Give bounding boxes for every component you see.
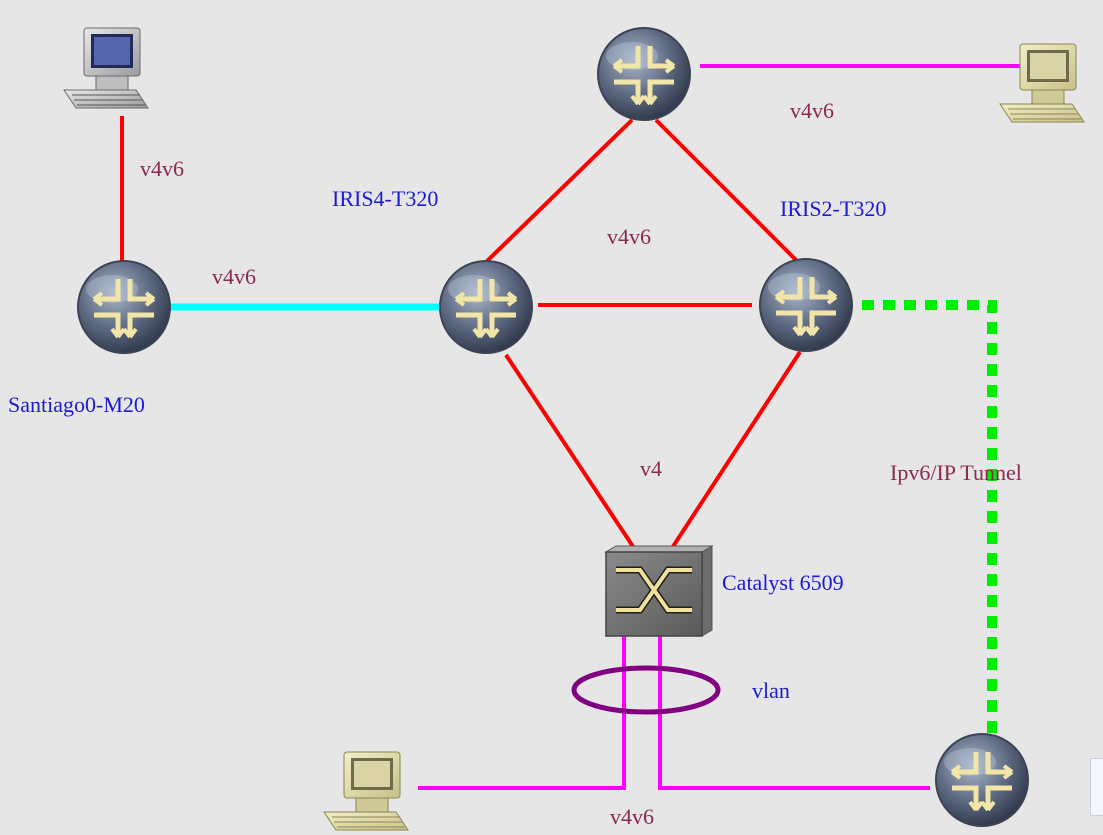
workstation-icon [323,751,409,831]
router-bottom-right [936,734,1028,826]
workstation-icon [63,27,149,109]
link-switch-router-bottom-right [658,630,930,790]
label-iris2: IRIS2-T320 [780,196,887,221]
label-vlan: vlan [752,678,790,703]
router-icon [760,259,852,351]
corner-panel [1090,758,1103,816]
link-tunnel [862,300,997,738]
label-catalyst: Catalyst 6509 [722,570,844,595]
router-icon [598,28,690,120]
label-santiago: Santiago0-M20 [8,392,145,417]
router-icon [78,261,170,353]
label-iris4: IRIS4-T320 [332,186,439,211]
link-iris2-switch [670,350,802,550]
label-link-bottom: v4v6 [610,804,654,829]
router-iris4 [440,261,532,353]
label-link-pc-santiago: v4v6 [140,156,184,181]
pc-top-left [63,27,149,109]
label-link-santiago-iris4: v4v6 [212,264,256,289]
pc-top-right [999,43,1085,123]
vlan-ring [571,665,721,715]
pc-bottom-left [323,751,409,831]
links [120,64,1036,790]
link-top-iris4 [482,118,634,266]
workstation-icon [999,43,1085,123]
router-top [598,28,690,120]
router-iris2 [760,259,852,351]
link-iris4-switch [504,353,636,550]
label-link-switch: v4 [640,456,662,481]
router-icon [936,734,1028,826]
switch-catalyst [604,545,714,637]
link-switch-pc-bottom-left [418,630,626,790]
router-santiago [78,261,170,353]
router-icon [440,261,532,353]
label-link-core: v4v6 [607,224,651,249]
label-tunnel: Ipv6/IP Tunnel [890,460,1022,485]
link-top-iris2 [654,118,802,266]
label-link-top-pc: v4v6 [790,98,834,123]
